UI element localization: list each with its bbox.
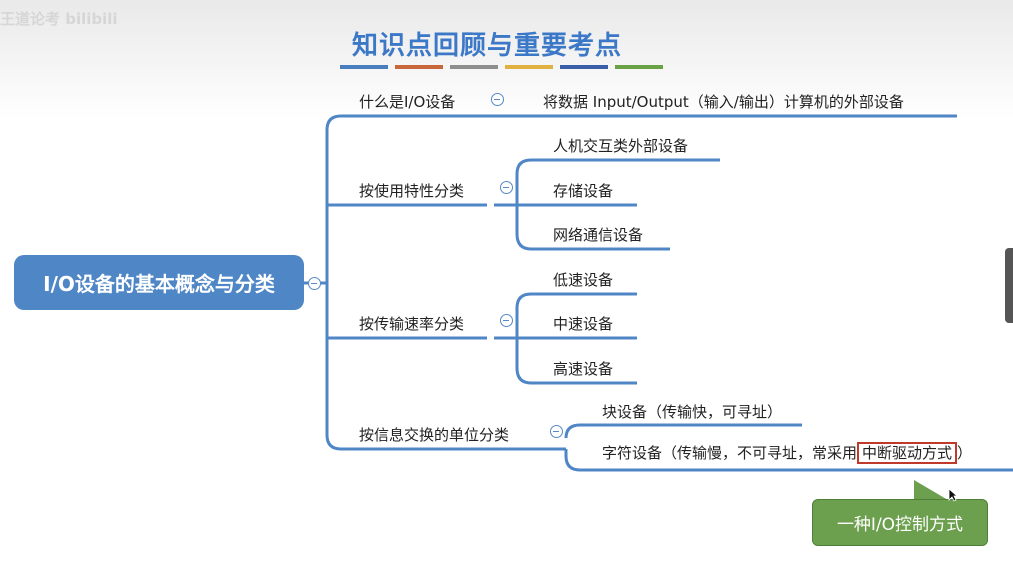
callout-pointer [914,480,948,500]
collapse-toggle-icon[interactable] [500,314,513,327]
collapse-toggle-icon[interactable] [491,93,504,106]
collapse-toggle-icon[interactable] [308,277,321,290]
watermark: 王道论考 bilibili [0,10,118,28]
title-color-bar [395,65,443,69]
leaf-char-device[interactable]: 字符设备（传输慢，不可寻址，常采用中断驱动方式） [602,442,973,464]
char-device-text: 字符设备（传输慢，不可寻址，常采用 [602,444,858,462]
leaf-high-speed[interactable]: 高速设备 [553,360,614,378]
highlight-box: 中断驱动方式 [857,442,958,464]
char-device-suffix: ） [957,444,973,462]
branch-by-usage[interactable]: 按使用特性分类 [359,182,465,200]
leaf-medium-speed[interactable]: 中速设备 [553,315,614,333]
branch-by-speed[interactable]: 按传输速率分类 [359,315,465,333]
leaf-low-speed[interactable]: 低速设备 [553,271,614,289]
leaf-hci-device[interactable]: 人机交互类外部设备 [553,137,689,155]
branch-what-is-io[interactable]: 什么是I/O设备 [359,93,456,111]
title-color-bar [340,65,388,69]
collapse-toggle-icon[interactable] [550,425,563,438]
title-color-bar [615,65,663,69]
title-color-bar [505,65,553,69]
title-color-bar [450,65,498,69]
callout-note: 一种I/O控制方式 [812,499,988,546]
mouse-cursor-icon [948,488,958,502]
scrollbar-handle[interactable] [1005,248,1013,323]
header-background [0,0,1013,120]
leaf-storage-device[interactable]: 存储设备 [553,182,614,200]
leaf-network-device[interactable]: 网络通信设备 [553,226,644,244]
leaf-block-device[interactable]: 块设备（传输快，可寻址） [602,403,783,421]
page-title: 知识点回顾与重要考点 [352,31,623,61]
root-node[interactable]: I/O设备的基本概念与分类 [14,255,304,310]
branch-by-unit[interactable]: 按信息交换的单位分类 [359,426,510,444]
collapse-toggle-icon[interactable] [500,181,513,194]
leaf-io-definition[interactable]: 将数据 Input/Output（输入/输出）计算机的外部设备 [543,93,904,111]
title-color-bar [560,65,608,69]
